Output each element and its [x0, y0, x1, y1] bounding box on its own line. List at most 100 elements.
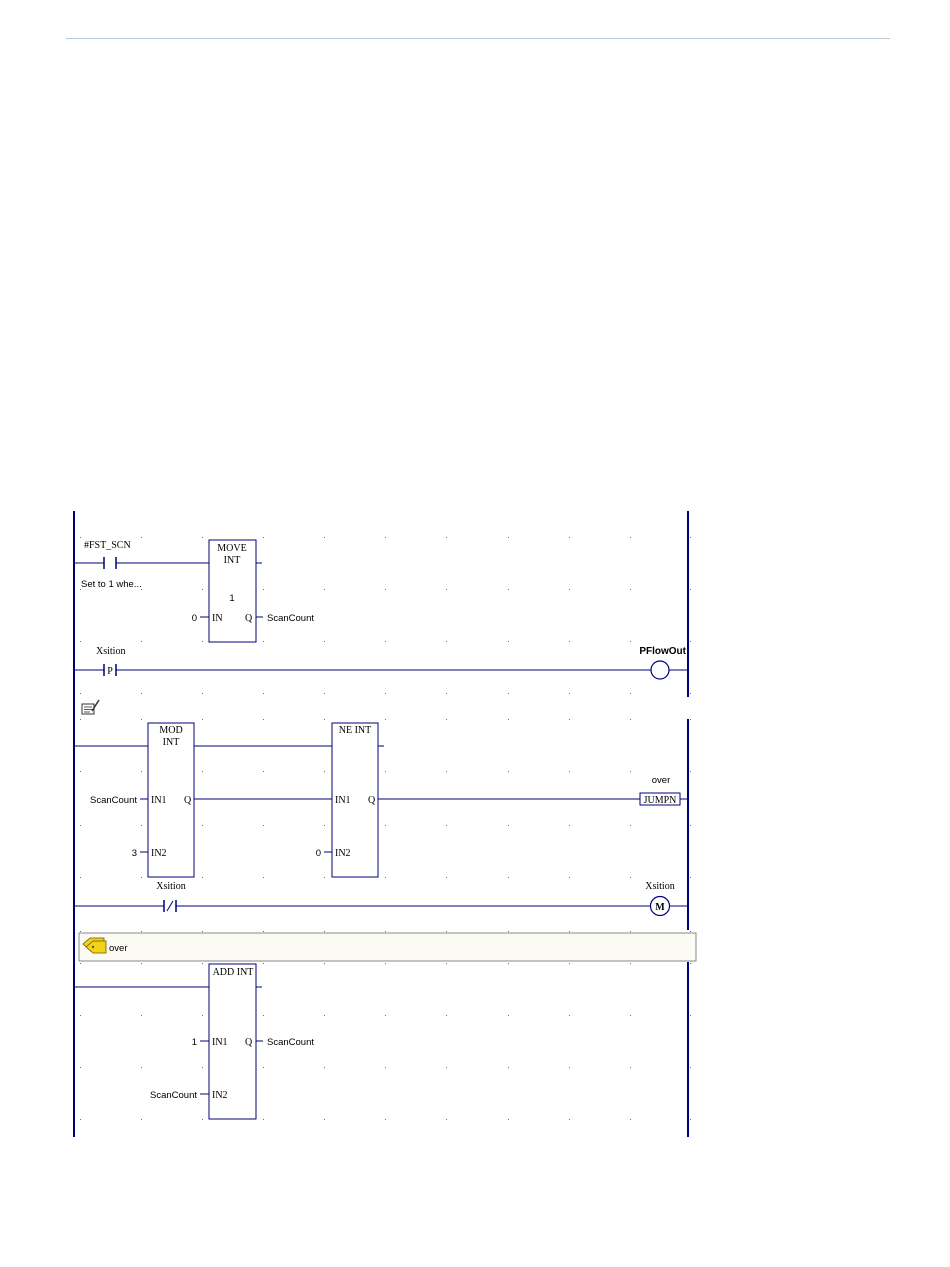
grid-dot	[324, 877, 325, 878]
grid-dot	[508, 719, 509, 720]
grid-dot	[690, 931, 691, 932]
grid-dot	[446, 719, 447, 720]
q-operand: ScanCount	[267, 1037, 314, 1048]
in1-pin-label: IN1	[335, 795, 351, 806]
grid-dot	[263, 589, 264, 590]
grid-dot	[690, 877, 691, 878]
grid-dot	[569, 719, 570, 720]
grid-dot	[324, 1015, 325, 1016]
block-length: 1	[229, 593, 234, 604]
grid-dot	[690, 771, 691, 772]
grid-dot	[385, 641, 386, 642]
grid-dot	[385, 963, 386, 964]
grid-dot	[690, 1015, 691, 1016]
grid-dot	[324, 931, 325, 932]
grid-dot	[569, 589, 570, 590]
grid-dot	[141, 641, 142, 642]
contact-label: #FST_SCN	[84, 540, 131, 551]
in1-pin-label: IN1	[212, 1037, 228, 1048]
grid-dot	[630, 693, 631, 694]
block-title: NE INT	[339, 725, 372, 736]
grid-dot	[508, 771, 509, 772]
grid-dot	[385, 825, 386, 826]
rung-1: #FST_SCN Set to 1 whe... MOVE INT 1 IN Q…	[75, 540, 314, 642]
grid-dot	[324, 825, 325, 826]
grid-dot	[446, 963, 447, 964]
grid-dot	[630, 931, 631, 932]
grid-dot	[508, 1067, 509, 1068]
in-operand: 0	[192, 613, 197, 624]
comment-icon[interactable]	[82, 700, 99, 714]
grid-dot	[690, 963, 691, 964]
grid-dot	[202, 825, 203, 826]
grid-dot	[690, 719, 691, 720]
grid-dot	[141, 877, 142, 878]
grid-dot	[385, 1119, 386, 1120]
grid-dot	[263, 641, 264, 642]
grid-dot	[324, 771, 325, 772]
grid-dot	[141, 1067, 142, 1068]
grid-dot	[508, 589, 509, 590]
grid-dot	[202, 931, 203, 932]
grid-dot	[630, 825, 631, 826]
in2-operand: 0	[316, 848, 321, 859]
grid-dot	[385, 771, 386, 772]
grid-dot	[385, 589, 386, 590]
grid-dot	[263, 825, 264, 826]
grid-dot	[446, 771, 447, 772]
normally-closed-contact[interactable]	[164, 900, 176, 912]
grid-dot	[202, 771, 203, 772]
grid-dot	[141, 1119, 142, 1120]
grid-dot	[630, 641, 631, 642]
in1-operand: ScanCount	[90, 795, 137, 806]
grid-dot	[263, 771, 264, 772]
rung-2: Xsition P PFlowOut	[75, 646, 688, 679]
grid-dot	[690, 537, 691, 538]
grid-dot	[385, 1015, 386, 1016]
grid-dot	[446, 931, 447, 932]
grid-dot	[508, 877, 509, 878]
grid-dot	[569, 537, 570, 538]
grid-dot	[202, 537, 203, 538]
grid-dot	[263, 1119, 264, 1120]
grid-dot	[263, 719, 264, 720]
grid-dot	[324, 589, 325, 590]
grid-dot	[630, 963, 631, 964]
grid-dot	[569, 1015, 570, 1016]
in2-pin-label: IN2	[151, 848, 167, 859]
grid-dot	[202, 693, 203, 694]
grid-dot	[446, 1119, 447, 1120]
grid-dot	[385, 693, 386, 694]
grid-dot	[569, 693, 570, 694]
coil-label: PFlowOut	[639, 646, 686, 657]
block-type: INT	[163, 737, 180, 748]
grid-dot	[446, 1067, 447, 1068]
q-operand: ScanCount	[267, 613, 314, 624]
grid-dot	[630, 771, 631, 772]
grid-dot	[263, 963, 264, 964]
positive-transition-contact[interactable]: P	[104, 664, 116, 677]
rung-5: ADD INT IN1 Q IN2 1 ScanCount ScanCount	[75, 964, 314, 1119]
contact-label: Xsition	[96, 646, 125, 657]
contact-fst-scn[interactable]	[104, 557, 116, 569]
grid-dot	[508, 825, 509, 826]
in2-pin-label: IN2	[335, 848, 351, 859]
grid-dot	[446, 537, 447, 538]
grid-dot	[263, 693, 264, 694]
grid-dot	[263, 931, 264, 932]
grid-dot	[202, 719, 203, 720]
grid-dot	[141, 963, 142, 964]
grid-dot	[202, 963, 203, 964]
grid-dot	[446, 877, 447, 878]
grid-dot	[690, 693, 691, 694]
grid-dot	[141, 1015, 142, 1016]
coil-pflowout[interactable]	[651, 661, 669, 679]
grid-dot	[508, 1119, 509, 1120]
grid-dot	[80, 771, 81, 772]
grid-dot	[324, 641, 325, 642]
grid-dot	[80, 931, 81, 932]
grid-dot	[263, 1067, 264, 1068]
grid-dot	[202, 641, 203, 642]
grid-dot	[80, 825, 81, 826]
